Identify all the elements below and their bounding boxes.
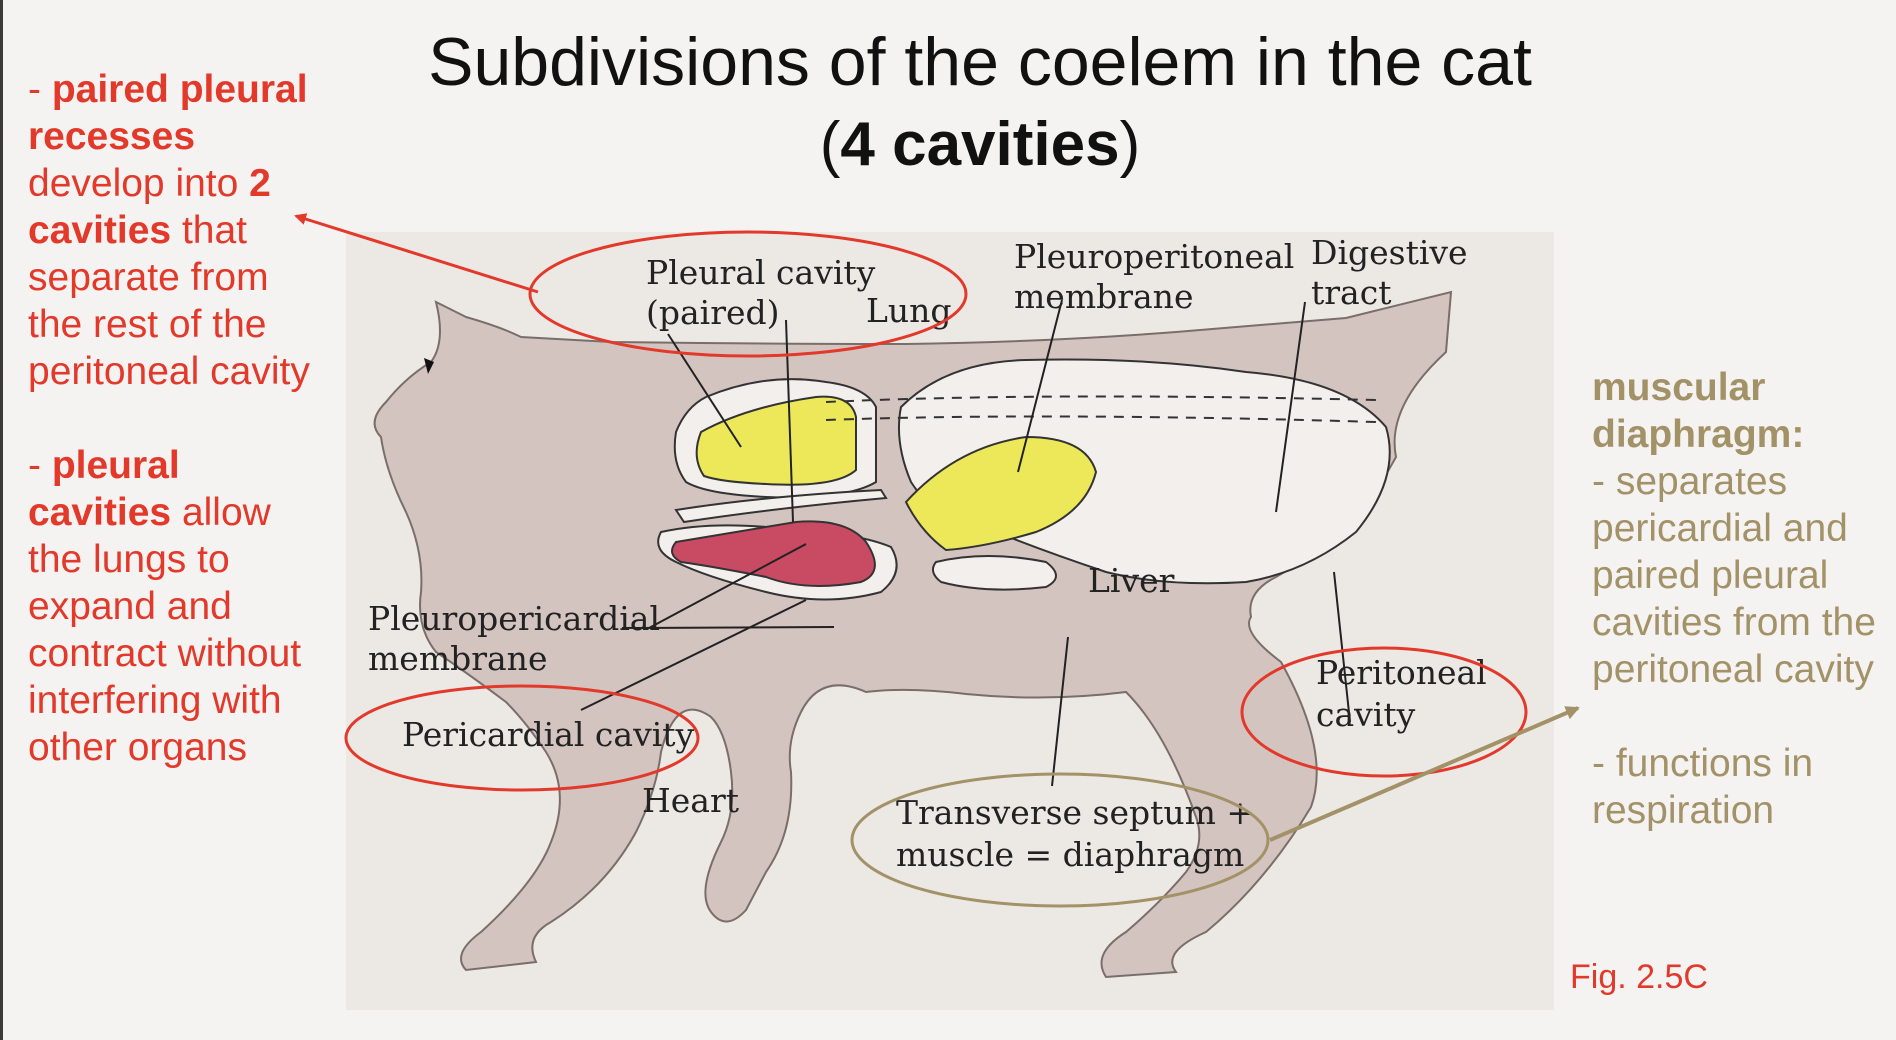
label-paired: (paired) (646, 293, 780, 332)
cat-eye (424, 358, 434, 374)
right-note: muscular diaphragm: - separates pericard… (1592, 364, 1892, 834)
label-tract: tract (1311, 273, 1391, 312)
label-muscle-diaphragm: muscle = diaphragm (896, 835, 1244, 874)
liver-shape (904, 435, 1098, 552)
label-pleural-cavity: Pleural cavity (646, 253, 876, 292)
right-note-line-1: - separates pericardial and paired pleur… (1592, 460, 1876, 691)
figure-reference: Fig. 2.5C (1570, 958, 1708, 996)
pleuropericardial-membrane (674, 488, 888, 524)
left-note-paragraph-1: - paired pleural recesses develop into 2… (28, 68, 310, 393)
heart-shape (671, 520, 876, 587)
left-border (0, 0, 3, 1040)
label-peritoneal-cavity: cavity (1316, 695, 1416, 734)
left-note: - paired pleural recesses develop into 2… (28, 66, 328, 771)
label-peritoneal: Peritoneal (1316, 653, 1487, 692)
label-pleuroperitoneal: Pleuroperitoneal (1014, 237, 1294, 276)
digestive-tract-lower (825, 415, 1377, 423)
label-lung: Lung (866, 291, 952, 330)
label-heart: Heart (642, 781, 739, 820)
cat-coelom-diagram: Pleural cavity (paired) Lung Pleuroperit… (346, 232, 1554, 1010)
right-note-heading: muscular diaphragm: (1592, 366, 1805, 456)
label-transverse-septum: Transverse septum + (896, 793, 1254, 832)
lung-shape (695, 395, 857, 486)
digestive-tract-upper (825, 395, 1377, 403)
label-pleuropericardial: Pleuropericardial (368, 599, 660, 638)
slide-subtitle: (4 cavities) (819, 110, 1141, 179)
transverse-septum-shape (931, 555, 1057, 591)
left-note-paragraph-2: - pleural cavities allow the lungs to ex… (28, 444, 302, 769)
right-note-line-2: - functions in respiration (1592, 742, 1814, 832)
label-pleuroperitoneal-membrane: membrane (1014, 277, 1193, 316)
label-digestive: Digestive (1311, 233, 1468, 272)
label-pleuropericardial-membrane: membrane (368, 639, 547, 678)
slide-title: Subdivisions of the coelem in the cat (428, 24, 1532, 100)
label-liver: Liver (1088, 561, 1175, 600)
label-pericardial-cavity: Pericardial cavity (402, 715, 695, 754)
